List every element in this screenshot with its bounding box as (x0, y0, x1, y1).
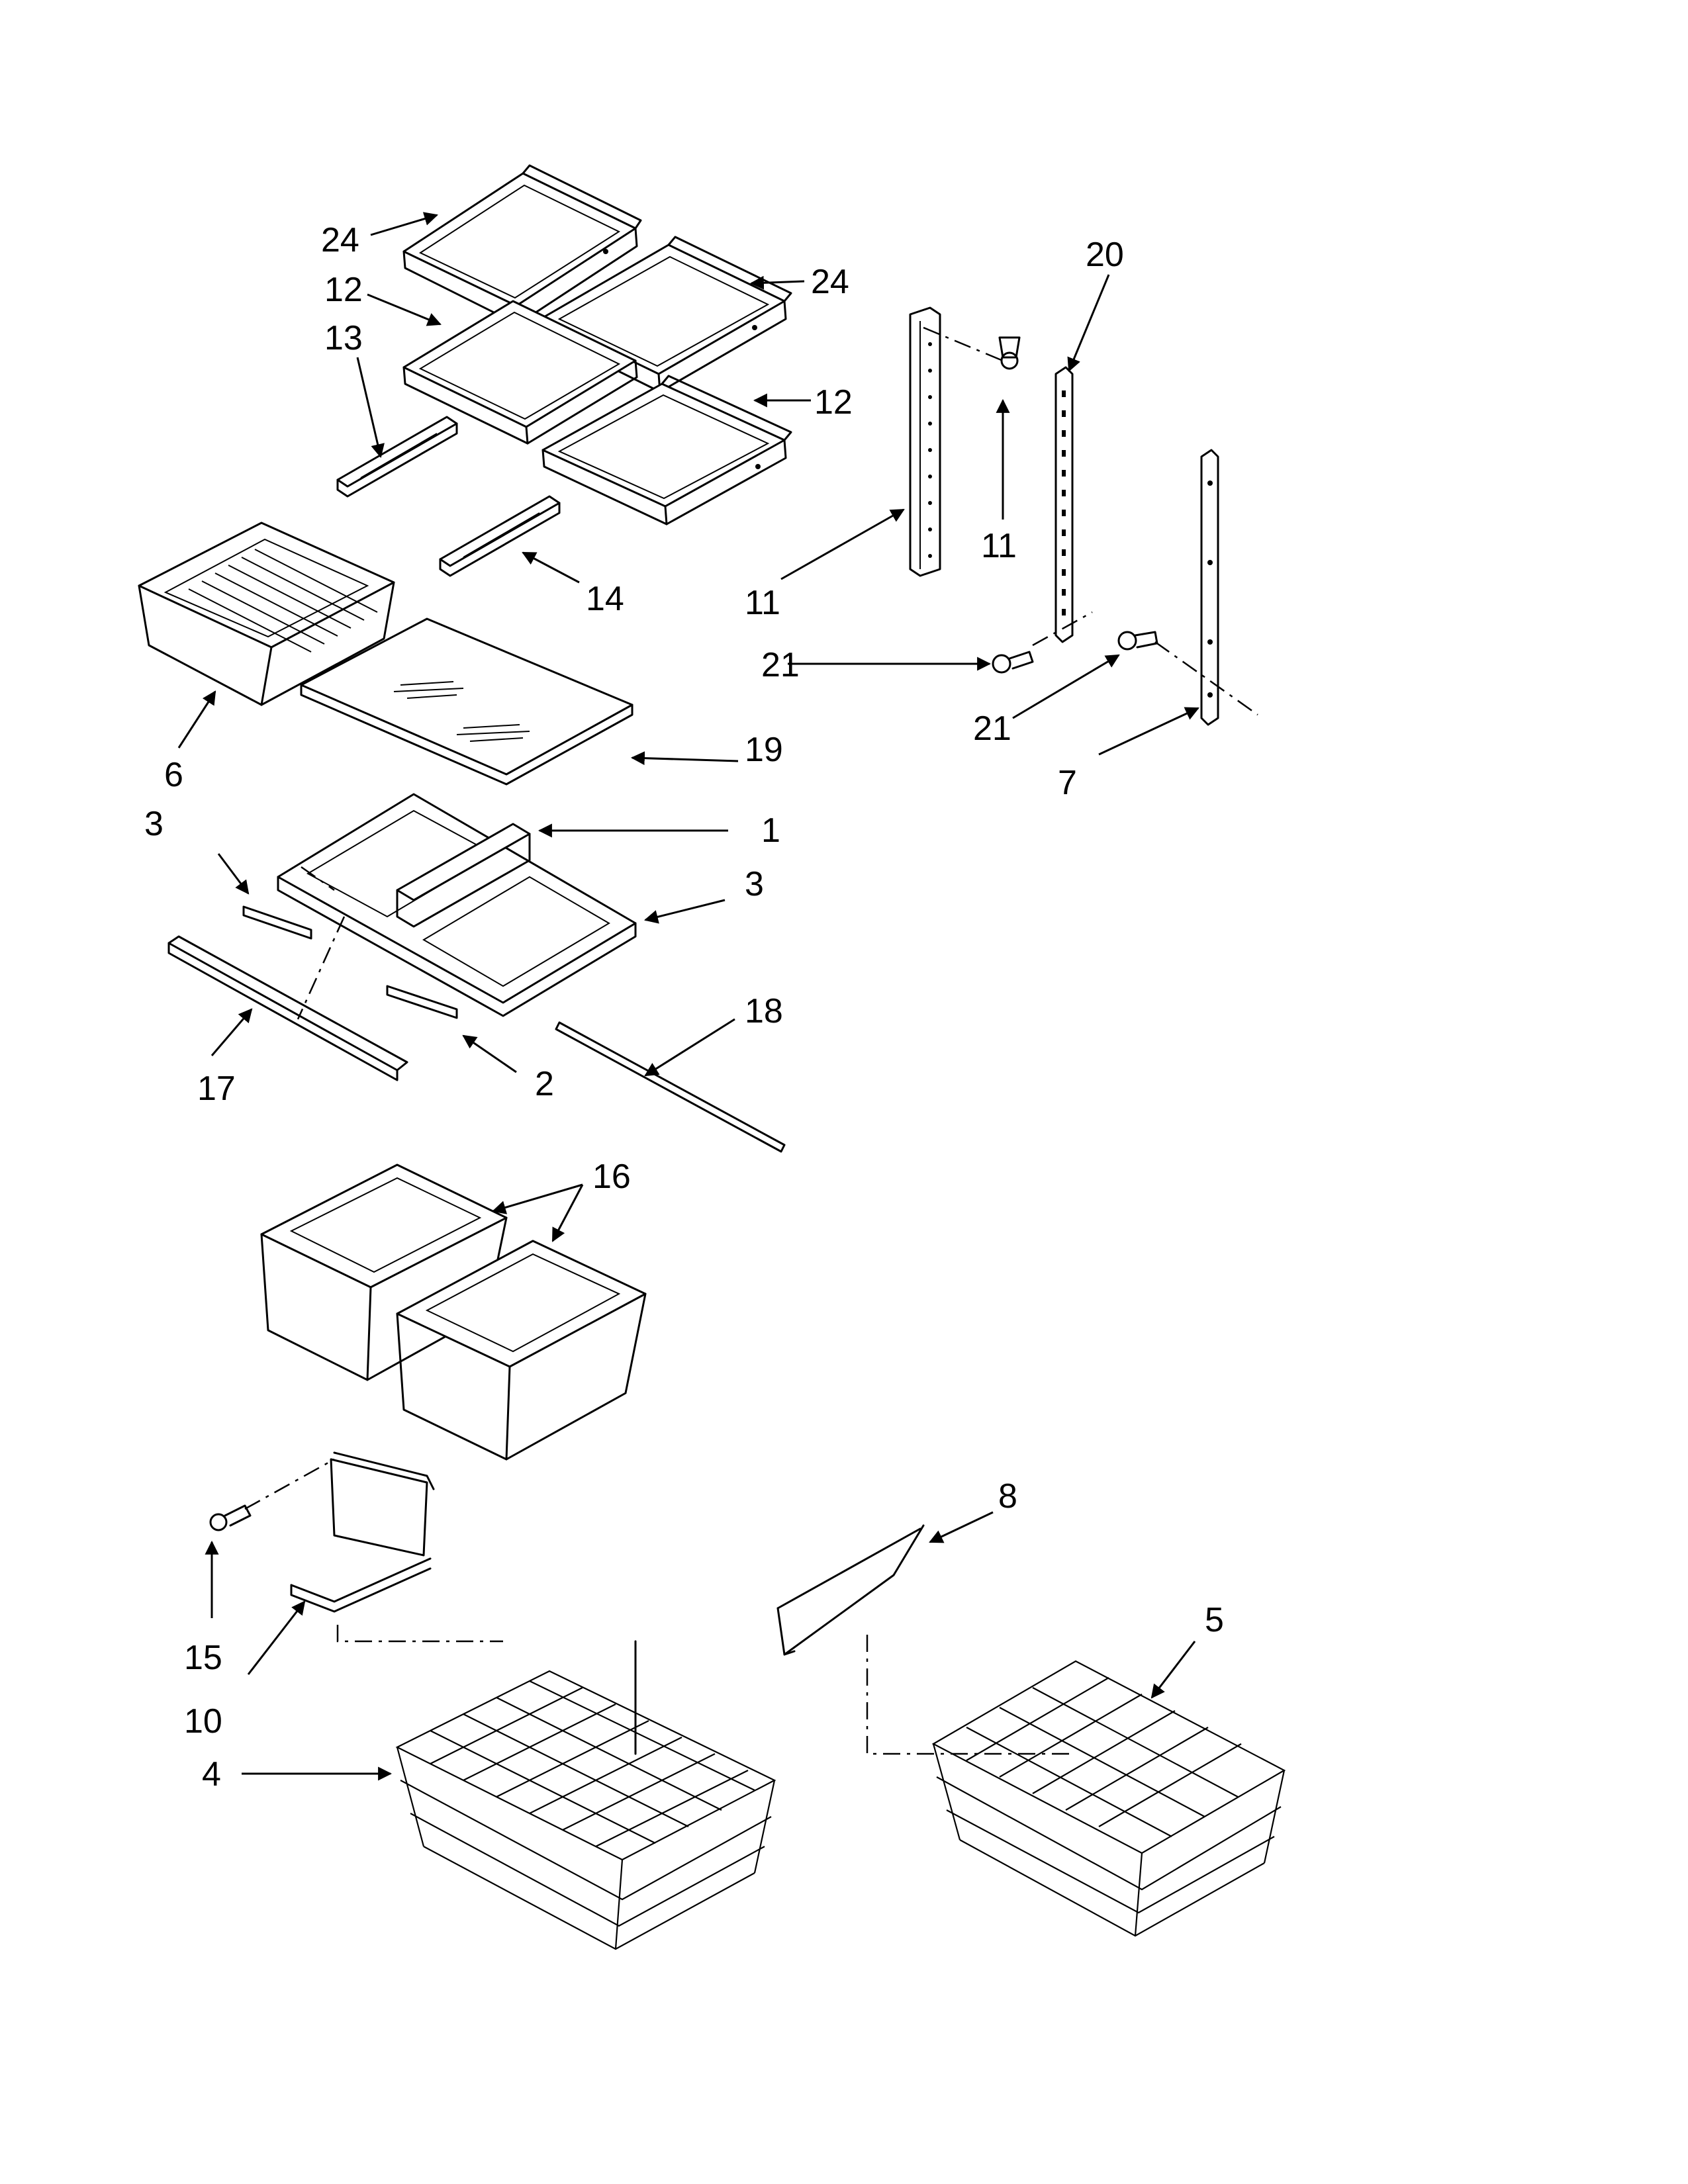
callout-6: 6 (164, 756, 183, 794)
divider-3-left (242, 905, 312, 940)
callout-5: 5 (1205, 1601, 1224, 1639)
shelf-24-right (541, 236, 792, 393)
crisper-6 (138, 522, 395, 706)
callout-20: 20 (1086, 236, 1124, 274)
callout-8: 8 (998, 1477, 1017, 1516)
shelf-12-right (541, 375, 792, 525)
shelf-24-left (402, 164, 642, 326)
screw-11-upper (998, 336, 1021, 370)
callout-17: 18 (745, 992, 783, 1030)
callout-18: 3 (745, 865, 764, 903)
glass-shelf-19 (300, 617, 633, 786)
callout-1: 1 (761, 811, 780, 850)
trim-17 (555, 1021, 786, 1153)
callout-15: 15 (184, 1639, 222, 1677)
callout-13: 13 (324, 319, 363, 357)
rail-14 (439, 495, 561, 577)
callout-16: 16 (592, 1158, 631, 1196)
callout-12-left: 12 (324, 271, 363, 309)
pan-16-right (396, 1240, 647, 1461)
rail-21-upper (909, 306, 941, 577)
rail-21-lower (1200, 449, 1219, 726)
rail-13 (336, 416, 458, 498)
cover-2 (167, 935, 408, 1081)
callout-11-lower: 21 (973, 709, 1011, 748)
leader-lines (177, 212, 1199, 1781)
basket-divider-8 (776, 1524, 925, 1656)
callout-4: 4 (202, 1755, 221, 1794)
callout-3-right: 2 (535, 1065, 554, 1103)
screw-7 (992, 651, 1034, 674)
callout-21-lower: 7 (1058, 764, 1077, 802)
callout-24-left: 24 (321, 221, 359, 259)
callout-21-upper: 11 (745, 584, 780, 622)
callout-3-left: 3 (144, 805, 164, 843)
screw-11-lower (1117, 631, 1158, 651)
rail-20 (1055, 366, 1074, 643)
wire-basket-5 (931, 1660, 1286, 1937)
callout-24-right: 24 (811, 263, 849, 301)
callout-12-right: 12 (814, 383, 853, 422)
callout-11-upper: 11 (981, 527, 1017, 565)
callout-2: 17 (197, 1069, 236, 1108)
wire-basket-4 (395, 1640, 776, 1950)
divider-3-right (386, 985, 458, 1019)
callout-19: 19 (745, 731, 783, 769)
basket-handle-10 (290, 1451, 435, 1613)
callout-10: 10 (184, 1702, 222, 1741)
callout-labels: 24 24 12 12 13 14 6 19 1 3 3 18 17 2 16 … (144, 221, 1224, 1794)
callout-7: 21 (761, 646, 800, 684)
screw-15 (209, 1504, 252, 1531)
drawer-frame-18 (277, 793, 637, 1017)
callout-14: 14 (586, 580, 624, 618)
shelf-12-left (402, 300, 638, 445)
pan-16-left (260, 1163, 508, 1381)
